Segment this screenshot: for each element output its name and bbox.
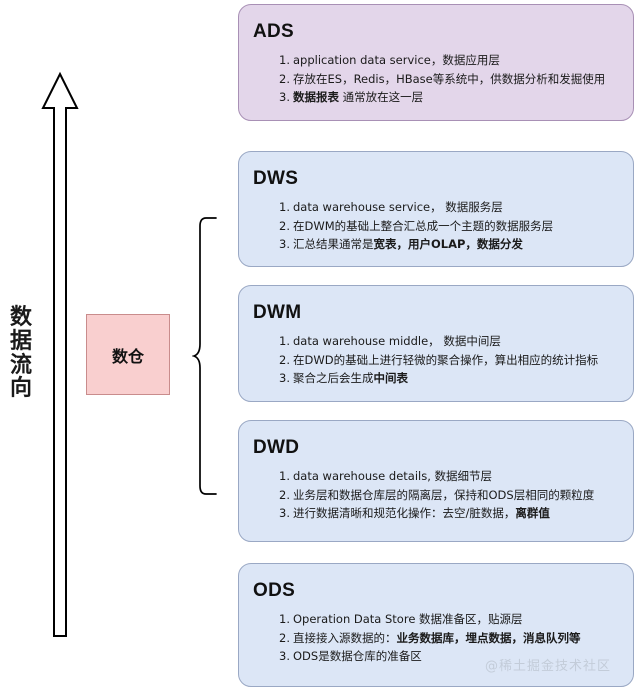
- layer-item-text: 汇总结果通常是: [293, 237, 374, 252]
- layer-item-number: 2.: [279, 218, 290, 233]
- layer-item: 2.业务层和数据仓库层的隔离层，保持和ODS层相同的颗粒度: [279, 486, 633, 505]
- layer-item: 1.Operation Data Store 数据准备区，贴源层: [279, 610, 633, 629]
- layer-item: 1.data warehouse details, 数据细节层: [279, 467, 633, 486]
- layer-item: 1.application data service，数据应用层: [279, 51, 633, 70]
- layer-item-text: ODS是数据仓库的准备区: [293, 649, 422, 664]
- flow-label-char-3: 流: [9, 352, 32, 378]
- layer-title-ods: ODS: [253, 580, 296, 601]
- layer-item: 3.聚合之后会生成中间表: [279, 369, 633, 388]
- layer-item-text: 直接接入源数据的：: [293, 630, 397, 645]
- layer-item-text: data warehouse details, 数据细节层: [293, 469, 493, 483]
- flow-label-char-1: 数: [9, 305, 32, 330]
- layer-item: 1.data warehouse middle， 数据中间层: [279, 332, 633, 351]
- layer-item-text: 进行数据清晰和规范化操作：去空/脏数据，: [293, 506, 516, 521]
- layer-item: 3.ODS是数据仓库的准备区: [279, 647, 633, 666]
- layer-item-number: 2.: [279, 487, 290, 502]
- watermark: @稀土掘金技术社区: [484, 659, 611, 674]
- layer-item-text: data warehouse service， 数据服务层: [293, 200, 503, 214]
- upward-flow-arrow: [40, 70, 80, 640]
- layer-item: 2.在DWD的基础上进行轻微的聚合操作，算出相应的统计指标: [279, 351, 633, 370]
- layer-item: 2.存放在ES，Redis，HBase等系统中，供数据分析和发掘使用: [279, 70, 633, 89]
- layer-item-text-bold: 数据报表: [293, 90, 339, 105]
- layer-item-text: 存放在ES，Redis，HBase等系统中，供数据分析和发掘使用: [293, 71, 606, 86]
- layer-item-number: 3.: [279, 649, 290, 664]
- layer-item-text: 在DWD的基础上进行轻微的聚合操作，算出相应的统计指标: [293, 352, 599, 367]
- layer-item-text-bold: 中间表: [373, 371, 409, 386]
- layer-item-text: data warehouse middle， 数据中间层: [293, 334, 501, 348]
- layer-item: 3.数据报表 通常放在这一层: [279, 88, 633, 107]
- layer-item-text: Operation Data Store 数据准备区，贴源层: [293, 612, 523, 626]
- layer-item-text: 在DWM的基础上整合汇总成一个主题的数据服务层: [293, 218, 554, 233]
- layer-item: 3.进行数据清晰和规范化操作：去空/脏数据，离群值: [279, 504, 633, 523]
- layer-item-text: application data service，数据应用层: [293, 53, 500, 67]
- layer-item-text-bold: 离群值: [515, 506, 550, 521]
- flow-label-char-4: 向: [9, 376, 32, 402]
- layer-item: 3.汇总结果通常是宽表，用户OLAP，数据分发: [279, 235, 633, 254]
- layer-item-number: 1.: [279, 612, 290, 626]
- data-warehouse-label: 数仓: [111, 346, 144, 366]
- layer-title-dwd: DWD: [253, 437, 300, 458]
- flow-label-char-2: 据: [9, 328, 32, 354]
- layer-item-text: 通常放在这一层: [339, 90, 424, 105]
- layer-item-text: 聚合之后会生成: [293, 371, 374, 386]
- layer-item-number: 3.: [279, 506, 290, 521]
- layer-item-number: 1.: [279, 53, 290, 67]
- layer-item-number: 2.: [279, 352, 290, 367]
- layer-item-text-bold: 业务数据库，埋点数据，消息队列等: [396, 630, 581, 645]
- layer-item-number: 1.: [279, 334, 290, 348]
- data-warehouse-box: 数仓: [86, 314, 170, 395]
- layer-item-number: 1.: [279, 200, 290, 214]
- layer-title-dws: DWS: [253, 168, 299, 189]
- layer-item-number: 2.: [279, 630, 290, 645]
- layer-item: 2.直接接入源数据的：业务数据库，埋点数据，消息队列等: [279, 629, 633, 648]
- layer-item-number: 3.: [279, 90, 290, 105]
- layer-title-ads: ADS: [253, 21, 295, 42]
- layer-item-number: 3.: [279, 371, 290, 386]
- layer-item-text: 业务层和数据仓库层的隔离层，保持和ODS层相同的颗粒度: [293, 487, 595, 502]
- layer-item-text-bold: 宽表，用户OLAP，数据分发: [373, 237, 523, 252]
- layer-item: 1.data warehouse service， 数据服务层: [279, 198, 633, 217]
- layer-item-number: 3.: [279, 237, 290, 252]
- grouping-brace: [191, 216, 218, 496]
- layer-item-number: 2.: [279, 71, 290, 86]
- layer-item: 2.在DWM的基础上整合汇总成一个主题的数据服务层: [279, 217, 633, 236]
- layer-item-number: 1.: [279, 469, 290, 483]
- layer-title-dwm: DWM: [253, 302, 302, 323]
- flow-direction-label: 数 据 流 向: [6, 306, 36, 401]
